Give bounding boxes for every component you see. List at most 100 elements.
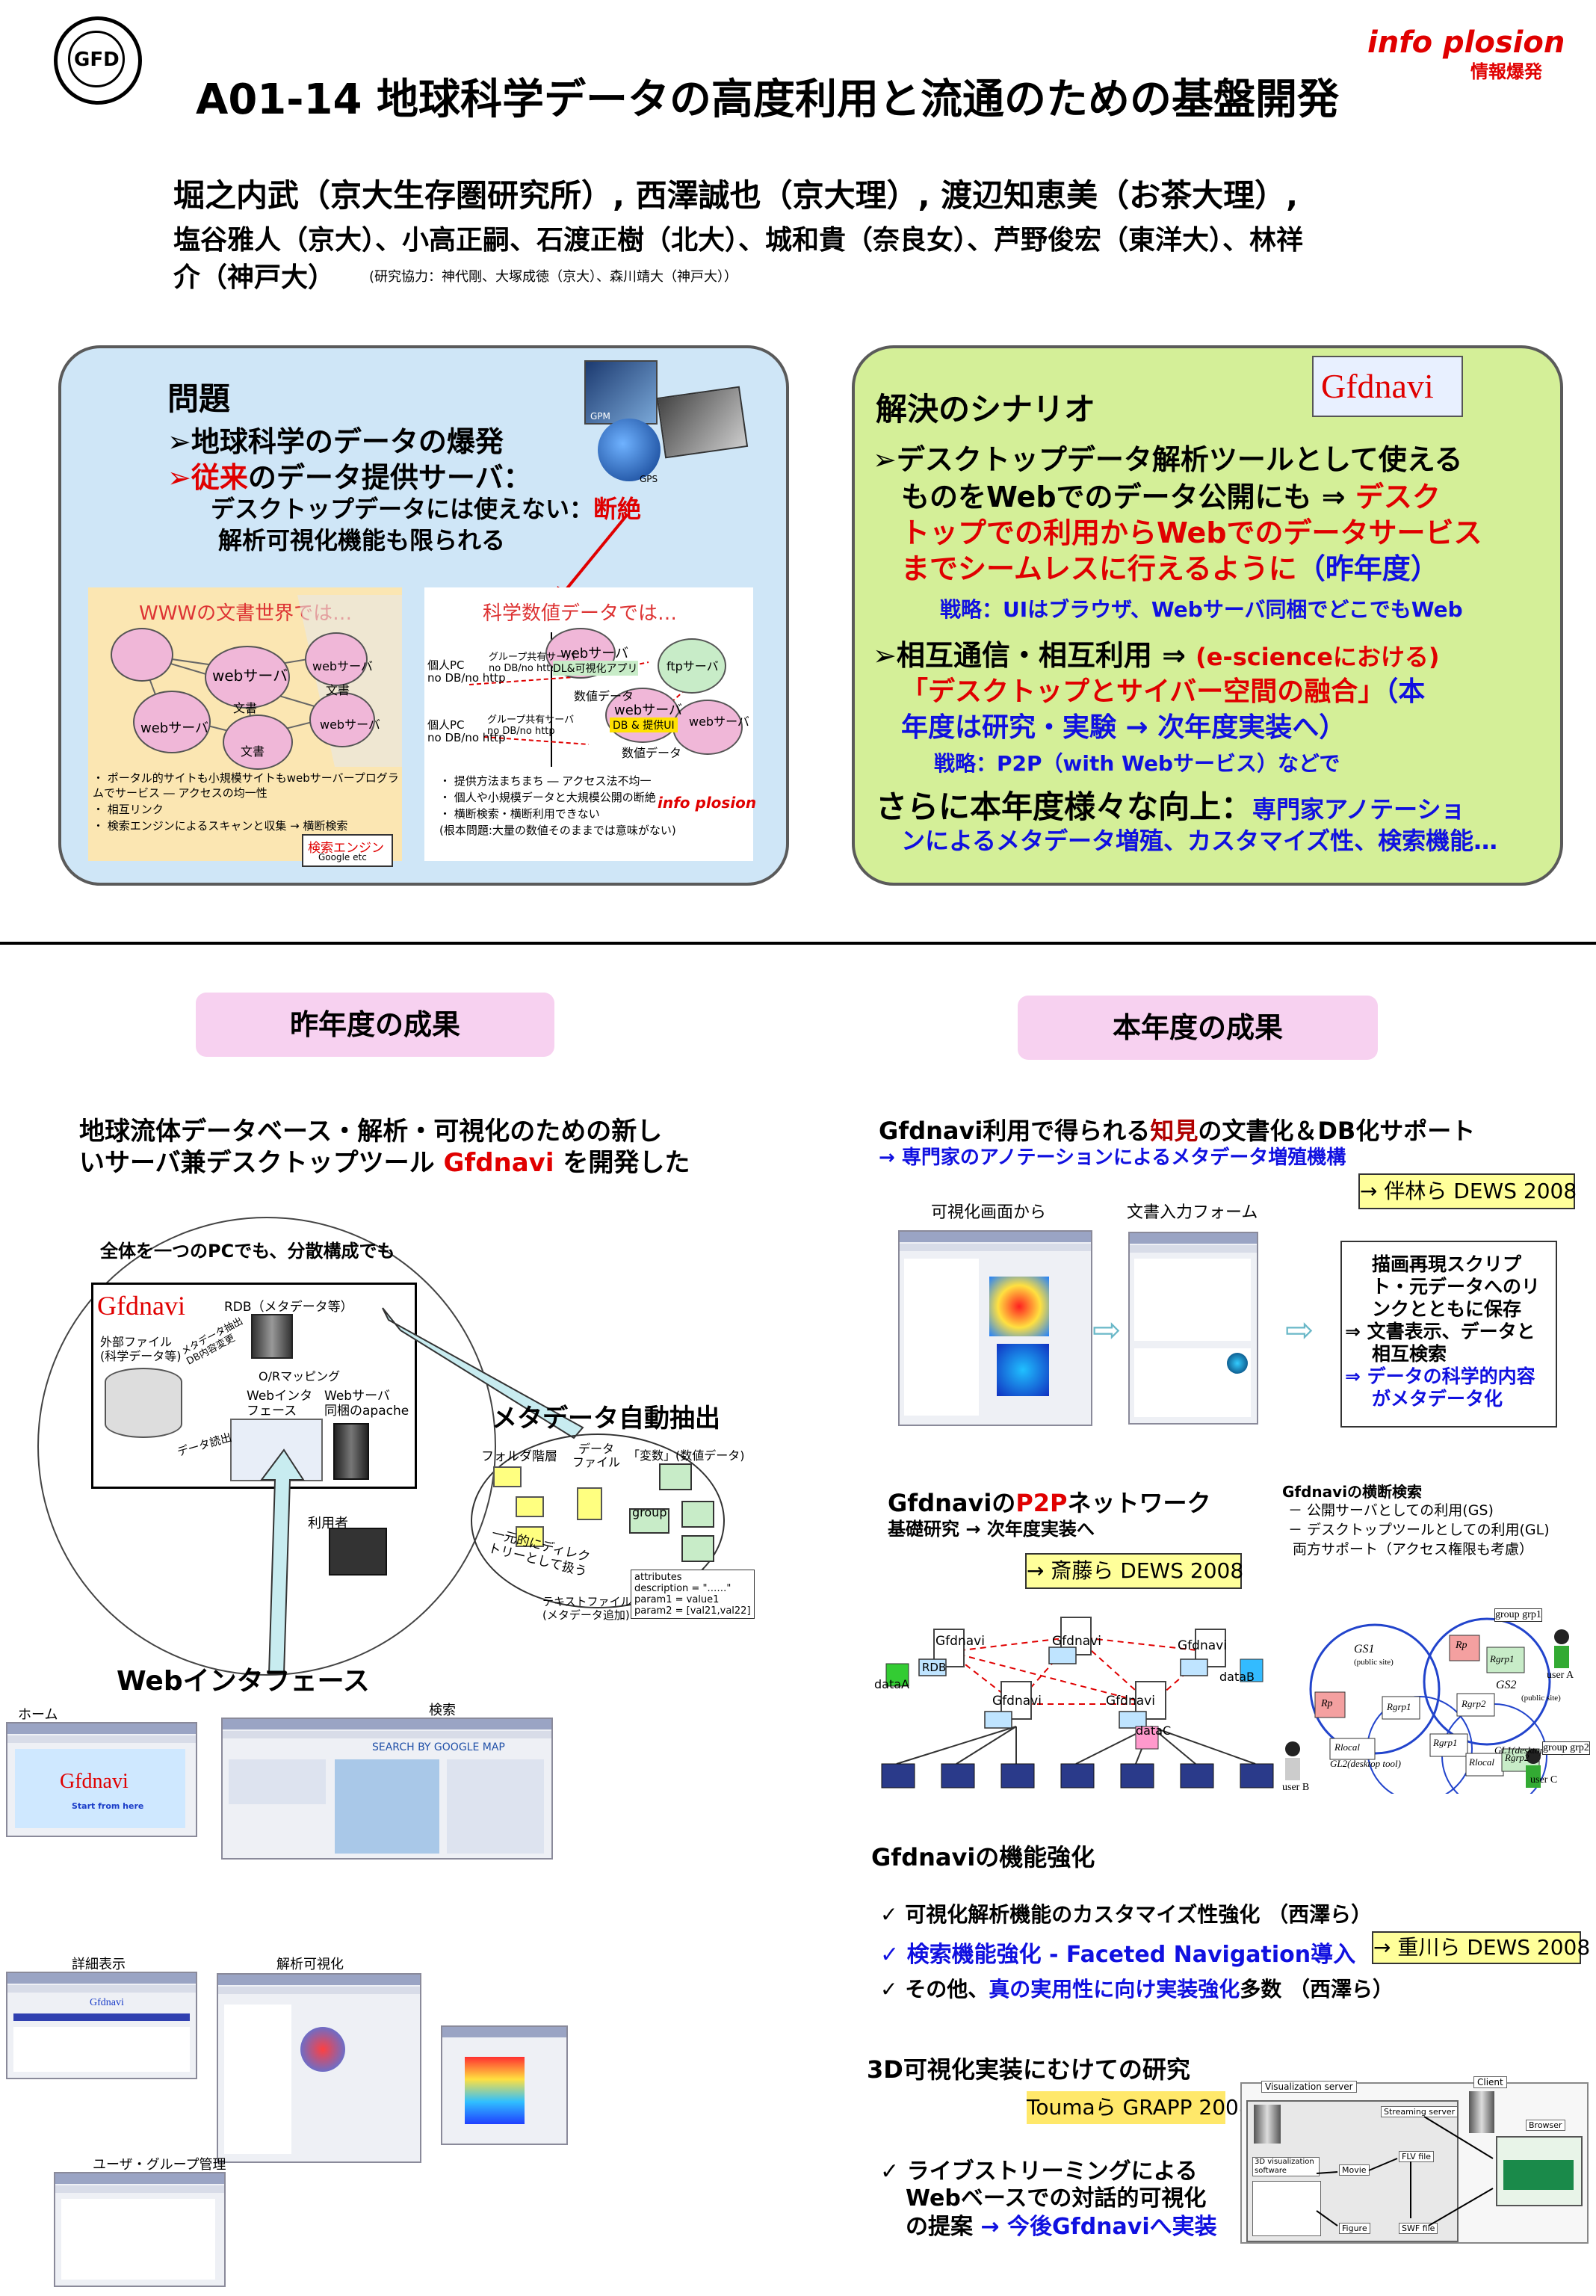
cs-label-gs1-sub: (public site) [1354,1658,1394,1667]
stream-client-screen [1496,2136,1583,2206]
stream-client-tower [1469,2091,1494,2133]
shot-analysis-plot [441,2025,568,2145]
stream-figure: Figure [1339,2223,1370,2234]
or-mapping-label: O/Rマッピング [259,1369,341,1383]
shot-usergroup [54,2172,226,2287]
stream-vis-server: Visualization server [1261,2081,1357,2093]
s1-vis-screenshot [898,1230,1092,1426]
attributes-box: attributes description = "……" param1 = v… [631,1570,755,1619]
shot-analysis [217,1973,421,2163]
last-year-heading: 昨年度の成果 [196,993,554,1057]
p2p-node-label-2: Gfdnavi [1052,1634,1101,1649]
gfd-logo: GFD [54,16,142,105]
stream-streaming-server: Streaming server [1381,2106,1459,2117]
p2p-rdb-label: RDB [922,1661,947,1674]
scenario-b2-l1: ➢相互通信・相互利用 ⇒ (e-scienceにおける) [873,639,1440,672]
p2p-network-diagram [881,1617,1274,1789]
web-interface-title: Webインタフェース [117,1666,370,1697]
www-node-3 [305,632,368,686]
s2-right-line2: － デスクトップツールとしての利用(GL) [1288,1522,1550,1538]
science-label-ftp: ftpサーバ [666,659,719,673]
s1-caption-form: 文書入力フォーム [1127,1203,1258,1222]
p2p-node-label-4: Gfdnavi [992,1694,1042,1709]
science-label-dbui: DB & 提供UI [610,718,678,732]
user-computer-icon [329,1528,387,1576]
scenario-b2-strategy: 戦略：P2P（with Webサービス）などで [934,751,1340,776]
page-title: A01-14 地球科学データの高度利用と流通のための基盤開発 [196,75,1339,124]
external-files-cylinder [105,1368,182,1438]
infoplosion-logo: info plosion [1367,25,1565,60]
gfdnavi-logo: Gfdnavi [1312,356,1463,417]
this-year-heading: 本年度の成果 [1018,996,1378,1060]
problem-sub1: デスクトップデータには使えない：断絶 [211,495,642,523]
s1-arrow-1: ⇨ [1092,1309,1122,1350]
shot-detail: Gfdnavi [6,1972,197,2079]
cs-label-gl2: GL2(desktop tool) [1330,1758,1401,1769]
folder-tree-icons [486,1466,553,1549]
s3-ref-tag: → 重川ら DEWS 2008 [1372,1931,1590,1964]
cs-label-userA: user A [1547,1670,1574,1681]
scenario-b1-l3: トップでの利用からWebでのデータサービス [901,516,1482,549]
s3-title: Gfdnaviの機能強化 [871,1843,1095,1871]
s2-subtitle: 基礎研究 → 次年度実装へ [888,1519,1095,1540]
s1-title: Gfdnavi利用で得られる知見の文書化＆DB化サポート [879,1117,1476,1145]
www-node-label-2: 文書 [233,701,258,715]
problem-item2: ➢従来のデータ提供サーバ： [167,461,532,494]
p2p-dataC-label: dataC [1136,1723,1172,1738]
s4-line2: Webベースでの対話的可視化 [906,2185,1207,2212]
s4-title: 3D可視化実装にむけての研究 [867,2055,1190,2084]
stream-flv: FLV file [1399,2151,1435,2162]
cs-label-rgrp1-c: Rgrp1 [1433,1737,1458,1748]
p2p-dataB-label: dataB [1219,1670,1255,1684]
cs-label-rp1: Rp [1456,1640,1467,1651]
s4-line1: ✓ ライブストリーミングによる [880,2158,1198,2185]
scenario-b2-l3: 年度は研究・実験 → 次年度実装へ） [901,712,1346,743]
s2-right-line1: － 公開サーバとしての利用(GS) [1288,1502,1494,1519]
s4-line3: の提案 → 今後Gfdnaviへ実装 [906,2214,1217,2240]
scenario-b1-strategy: 戦略：UIはブラウザ、Webサーバ同梱でどこでもWeb [940,597,1463,622]
satellite-instrument-image [656,386,749,459]
science-label-pc1: 個人PC no DB/no http [427,658,506,685]
scenario-panel [852,345,1563,886]
shot-detail-label: 詳細表示 [72,1957,126,1972]
s3-item2: ✓ 検索機能強化 - Faceted Navigation導入 [880,1942,1356,1968]
cs-label-gs1: GS1 [1354,1643,1375,1655]
s3-item1: ✓ 可視化解析機能のカスタマイズ性強化 （西澤ら） [880,1902,1373,1927]
www-node-label-4: 文書 [241,744,265,759]
s1-arrow-2: ⇨ [1285,1309,1314,1350]
user-label: 利用者 [308,1516,348,1531]
www-node-label-5: webサーバ [312,659,373,673]
cs-label-userB: user B [1282,1782,1310,1793]
www-node-label-7: webサーバ [320,718,380,732]
s1-box-line7: がメタデータ化 [1372,1388,1503,1410]
www-bullet-3: ・ 相互リンク [93,803,164,816]
s1-box-line5: 相互検索 [1372,1343,1447,1365]
s2-right-title: Gfdnaviの横断検索 [1282,1483,1423,1501]
cs-label-rgrp1-b: Rgrp1 [1387,1701,1411,1712]
external-files-label: 外部ファイル (科学データ等) [100,1335,182,1363]
web-server-label: Webサーバ 同梱のapache [324,1389,409,1419]
s1-box-line6: ⇒ データの科学的内容 [1345,1365,1535,1387]
meta-auto-ellipse [471,1434,725,1608]
www-node-label-3: webサーバ [140,720,209,736]
scenario-b1-l2: ものをWebでのデータ公開にも ⇒ デスク [901,481,1441,513]
variable-label: 「変数」(数値データ) [628,1448,745,1463]
cross-search-diagram [1285,1617,1569,1794]
web-interface-small-label: Webインタ フェース [247,1389,313,1419]
s1-form-screenshot [1128,1232,1258,1425]
science-bullet-4: (根本問題:大量の数値そのままでは意味がない) [439,824,676,837]
cs-label-userC: user C [1530,1774,1558,1786]
p2p-dataA-label: dataA [874,1677,909,1691]
p2p-node-label-3: Gfdnavi [1178,1638,1227,1653]
science-label-web3: webサーバ [689,715,749,729]
science-label-numdata1: 数値データ [574,689,634,703]
gfdnavi-system-label: Gfdnavi [97,1291,185,1321]
www-bullet-1: ・ ポータル的サイトも小規模サイトもwebサーバープログラ [93,771,399,785]
www-node-4 [133,691,211,753]
science-bullet-1: ・ 提供方法まちまち ― アクセス法不均一 [439,774,652,788]
problem-item1: ➢地球科学のデータの爆発 [167,425,504,458]
www-node-1 [111,628,173,682]
www-node-2 [205,646,290,709]
rdb-server-icon [251,1314,293,1359]
science-label-numdata2: 数値データ [622,746,682,760]
